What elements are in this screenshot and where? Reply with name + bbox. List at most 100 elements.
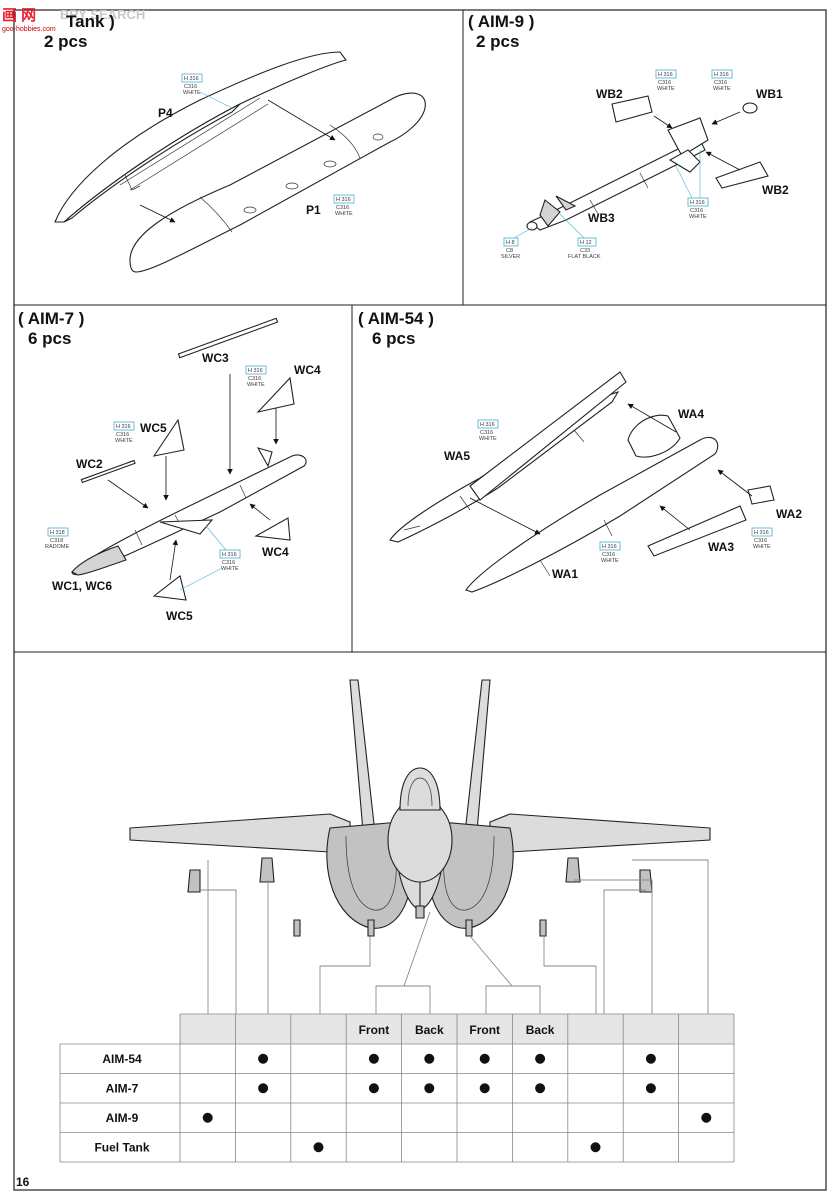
fuel-tank-title: Tank ) <box>66 12 115 31</box>
table-row-label: AIM-7 <box>106 1081 139 1095</box>
label-wc2: WC2 <box>76 457 103 471</box>
table-mark-dot <box>479 1083 490 1094</box>
part-wc5-upper <box>152 418 185 457</box>
table-mark-dot <box>645 1083 656 1094</box>
svg-text:C316: C316 <box>754 538 767 544</box>
aim54-qty: 6 pcs <box>372 329 415 348</box>
table-row-label: AIM-9 <box>106 1111 139 1125</box>
label-wa2: WA2 <box>776 507 802 521</box>
part-wc3 <box>177 317 279 359</box>
table-mark-dot <box>368 1083 379 1094</box>
paint-callout-radome: H 318 C318 RADOME <box>45 527 69 550</box>
aim7-title: ( AIM-7 ) <box>18 309 84 328</box>
svg-text:FLAT BLACK: FLAT BLACK <box>568 254 601 260</box>
part-wa2 <box>747 485 775 505</box>
svg-text:WHITE: WHITE <box>753 544 771 550</box>
label-wc4-lower: WC4 <box>262 545 289 559</box>
table-mark-dot <box>645 1053 656 1064</box>
svg-text:WHITE: WHITE <box>115 438 133 444</box>
aim9-qty: 2 pcs <box>476 32 519 51</box>
table-header-cell: Front <box>469 1023 500 1037</box>
svg-text:H 316: H 316 <box>602 544 617 550</box>
watermark-cn: 画 网 <box>2 7 36 24</box>
svg-text:H 8: H 8 <box>506 240 515 246</box>
label-wc5-upper: WC5 <box>140 421 167 435</box>
part-wa5 <box>389 371 627 543</box>
paint-callout-silver: H 8 C8 SILVER <box>501 227 533 260</box>
table-row-label: AIM-54 <box>102 1052 142 1066</box>
svg-text:H 316: H 316 <box>222 552 237 558</box>
fuel-tank-qty: 2 pcs <box>44 32 87 51</box>
table-header-cell: Back <box>526 1023 555 1037</box>
watermark: 画 网 ВRY SEARCH goo-hobbies.com <box>2 7 145 33</box>
table-mark-dot <box>590 1142 601 1153</box>
label-wc5-lower: WC5 <box>166 609 193 623</box>
svg-text:H 12: H 12 <box>580 240 592 246</box>
svg-text:H 316: H 316 <box>480 422 495 428</box>
part-wc5-lower <box>152 575 187 601</box>
svg-text:H 316: H 316 <box>658 72 673 78</box>
watermark-url: goo-hobbies.com <box>2 26 56 33</box>
aim9-title: ( AIM-9 ) <box>468 12 534 31</box>
part-wc2 <box>80 459 136 484</box>
svg-text:H 318: H 318 <box>50 530 65 536</box>
svg-text:WHITE: WHITE <box>479 436 497 442</box>
station-pointers <box>200 859 709 1014</box>
label-wb2-upper: WB2 <box>596 87 623 101</box>
label-wb1: WB1 <box>756 87 783 101</box>
watermark-latin: ВRY SEARCH <box>60 7 145 22</box>
svg-text:WHITE: WHITE <box>335 211 353 217</box>
svg-text:C316: C316 <box>658 80 671 86</box>
table-mark-dot <box>424 1083 435 1094</box>
table-mark-dot <box>368 1053 379 1064</box>
table-mark-dot <box>479 1053 490 1064</box>
svg-text:H 316: H 316 <box>248 368 263 374</box>
aim54-title: ( AIM-54 ) <box>358 309 434 328</box>
paint-callout-white-aim54a: H 316 C316 WHITE <box>477 419 499 442</box>
left-wing <box>129 813 351 859</box>
svg-text:RADOME: RADOME <box>45 544 69 550</box>
svg-text:H 316: H 316 <box>754 530 769 536</box>
aim9-missile <box>526 117 709 231</box>
section-aim9: ( AIM-9 ) 2 pcs WB2 WB1 WB2 WB3 H 316 C3… <box>468 12 789 260</box>
aim7-qty: 6 pcs <box>28 329 71 348</box>
part-wb1 <box>742 102 758 114</box>
part-wa4 <box>627 414 681 458</box>
svg-text:WHITE: WHITE <box>183 90 201 96</box>
part-wa1 <box>465 436 719 593</box>
part-wa3 <box>647 505 747 557</box>
table-mark-dot <box>258 1083 269 1094</box>
svg-text:C316: C316 <box>116 432 129 438</box>
table-mark-dot <box>258 1053 269 1064</box>
svg-text:WHITE: WHITE <box>247 382 265 388</box>
paint-callout-white-aim9c: H 316 C316 WHITE <box>675 150 709 220</box>
table-mark-dot <box>535 1053 546 1064</box>
svg-text:WHITE: WHITE <box>601 558 619 564</box>
part-wc4-lower <box>254 517 291 541</box>
part-p4 <box>54 51 347 223</box>
svg-text:C316: C316 <box>480 430 493 436</box>
svg-text:H 316: H 316 <box>714 72 729 78</box>
paint-callout-white-aim9a: H 316 C316 WHITE <box>655 69 677 92</box>
table-mark-dot <box>701 1112 712 1123</box>
table-header-cell: Back <box>415 1023 444 1037</box>
svg-text:SILVER: SILVER <box>501 254 520 260</box>
page-number: 16 <box>16 1175 30 1189</box>
svg-text:C316: C316 <box>336 205 349 211</box>
part-p1 <box>129 92 426 273</box>
svg-text:WHITE: WHITE <box>221 566 239 572</box>
label-wa3: WA3 <box>708 540 734 554</box>
table-mark-dot <box>313 1142 324 1153</box>
part-wb2-lower <box>715 161 769 189</box>
svg-text:WHITE: WHITE <box>657 86 675 92</box>
table-header-cell: Front <box>359 1023 390 1037</box>
section-fuel-tank: Tank ) 2 pcs P4 P1 H 316 C316 WHITE <box>44 12 426 273</box>
paint-callout-white-aim9b: H 316 C316 WHITE <box>711 69 733 92</box>
paint-callout-white-aim7b: H 316 C316 WHITE <box>113 421 135 444</box>
svg-text:H 316: H 316 <box>116 424 131 430</box>
label-wb2-lower: WB2 <box>762 183 789 197</box>
paint-callout-white-aim54b: H 316 C316 WHITE <box>599 541 621 564</box>
